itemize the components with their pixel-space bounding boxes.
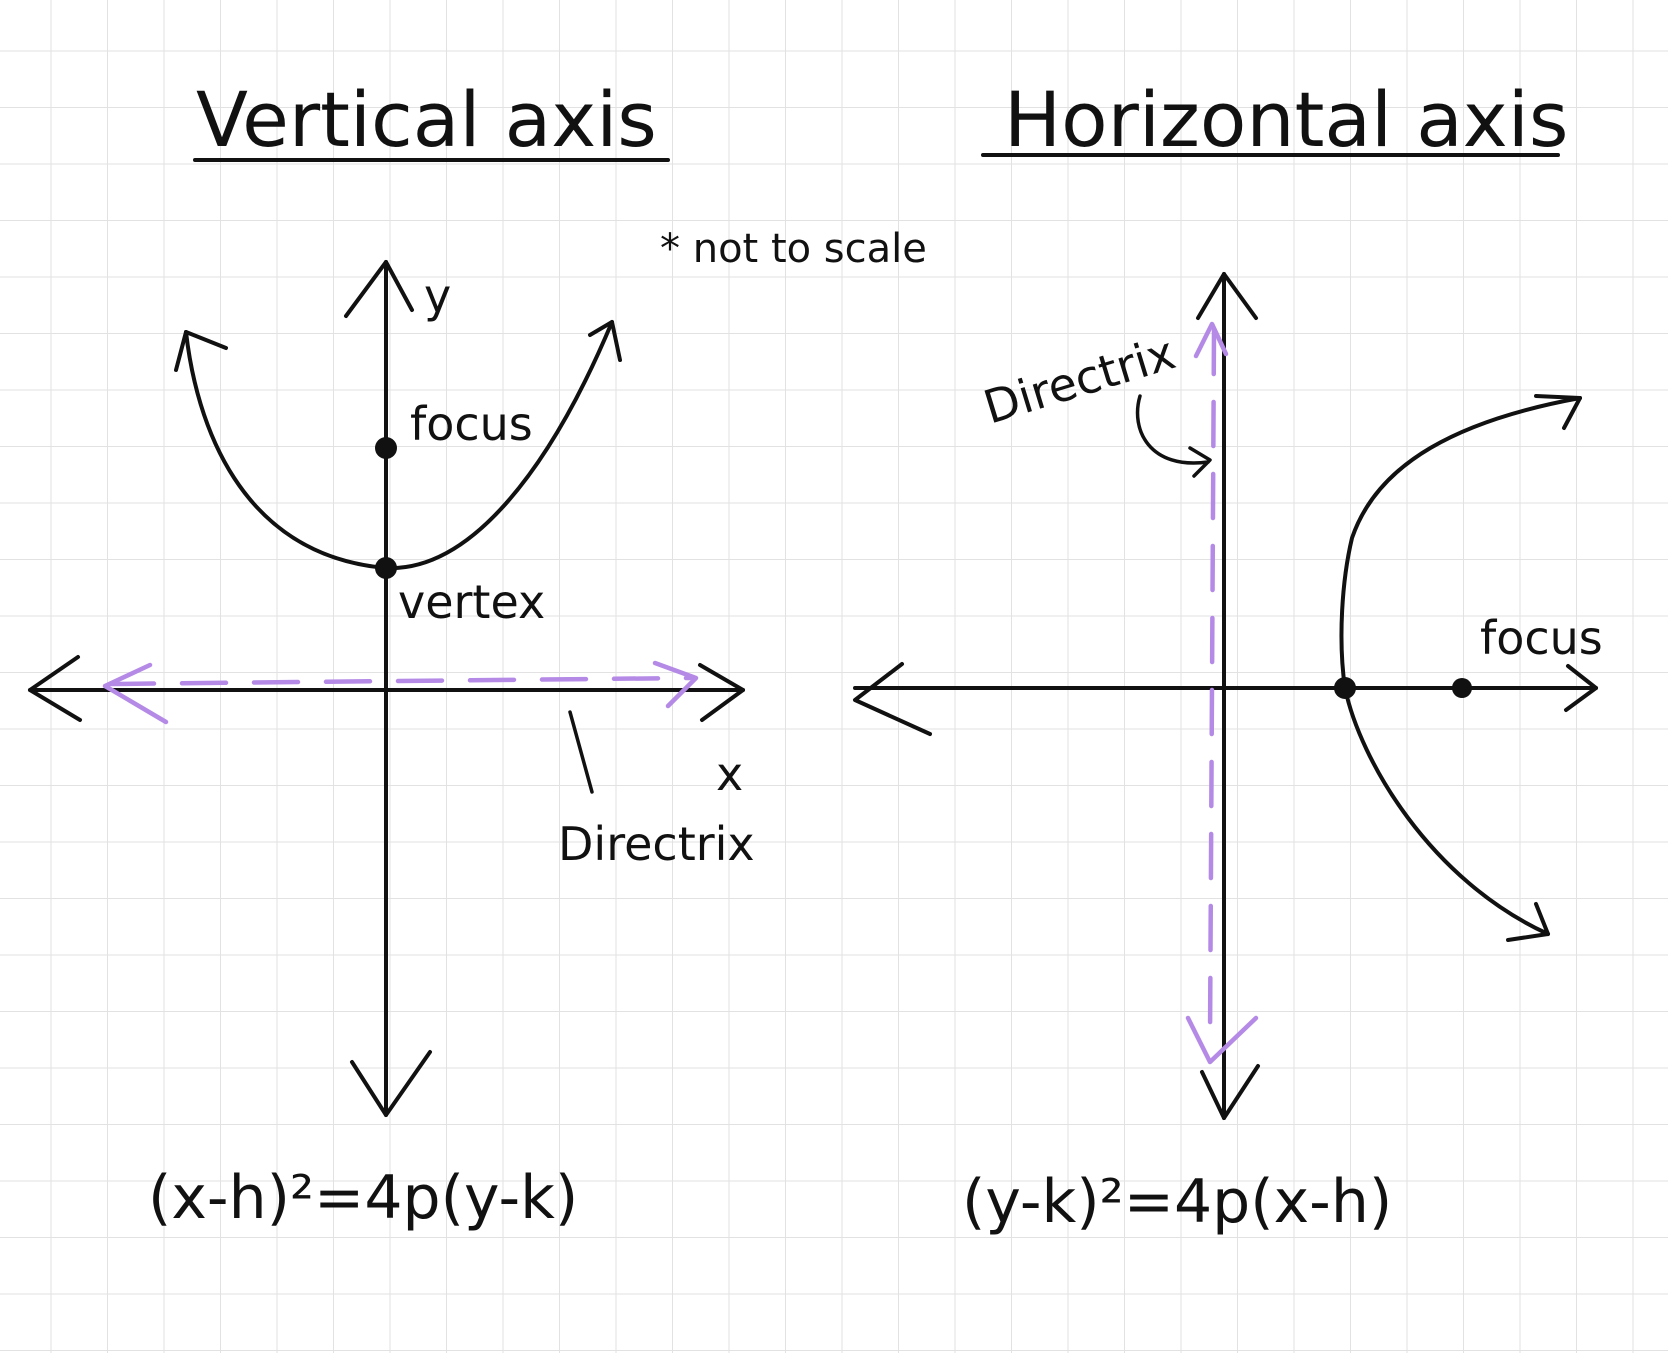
left-directrix-label: Directrix [558,817,755,871]
right-focus-label: focus [1480,611,1603,665]
left-directrix-pointer [568,710,594,794]
right-focus-point [1452,678,1472,698]
right-x-arrow-right [1564,664,1598,712]
right-y-arrow-up [1196,272,1258,320]
right-parabola-arrow-upper [1534,394,1582,430]
left-y-arrow-up [344,260,414,318]
right-equation: (y-k)²=4p(x-h) [962,1167,1392,1237]
right-y-axis [1196,272,1260,1120]
right-directrix-line [1185,321,1259,1065]
left-vertex-label: vertex [398,575,545,629]
left-parabola-arrow-right [588,320,622,362]
right-title: Horizontal axis [1004,75,1568,164]
not-to-scale-note: * not to scale [660,226,927,272]
left-x-arrow-left [28,655,82,722]
right-x-arrow-left [853,662,932,736]
left-parabola-arrow-left [174,330,228,372]
left-y-arrow-down [350,1050,432,1117]
left-directrix-line [102,660,699,725]
left-y-axis [344,260,432,1117]
right-directrix-pointer [1135,394,1210,465]
right-parabola-arrow-lower [1506,902,1550,942]
left-x-arrow-right [698,663,745,722]
left-focus-point [375,437,397,459]
right-parabola-curve [1339,396,1582,936]
left-title: Vertical axis [196,75,657,164]
left-equation: (x-h)²=4p(y-k) [148,1163,578,1233]
right-vertex-point [1334,677,1356,699]
right-y-arrow-down [1200,1064,1260,1120]
left-x-axis-label: x [716,747,743,801]
left-vertex-point [375,557,397,579]
right-directrix-label: Directrix [977,325,1181,434]
left-parabola-curve [184,320,614,571]
horizontal-axis-panel: Horizontal axis focus Directrix [853,75,1603,1237]
vertical-axis-panel: Vertical axis y focus vertex [28,75,755,1233]
left-y-axis-label: y [424,269,451,323]
left-focus-label: focus [410,397,533,451]
